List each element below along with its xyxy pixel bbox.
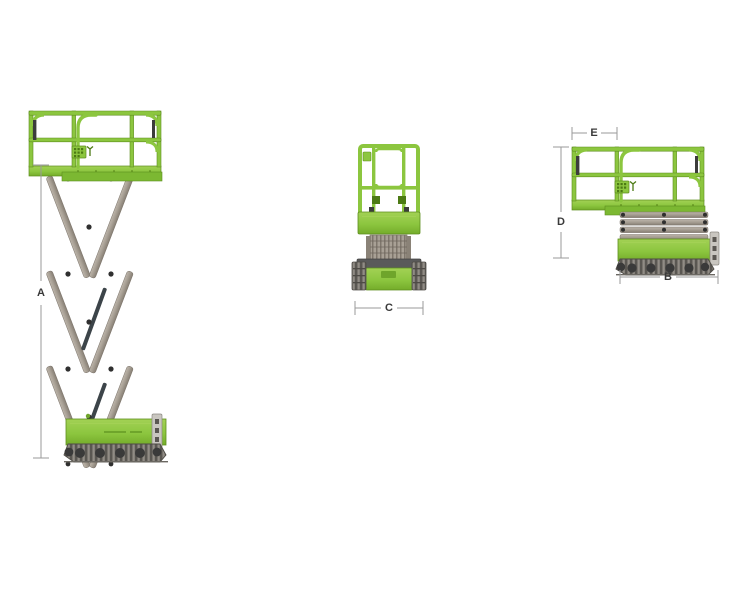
platform-end-detail [152, 120, 155, 138]
crawler-track-right-front [411, 261, 427, 291]
track-drive-sprocket [700, 262, 710, 272]
guardrail-corner [688, 148, 702, 162]
rail-bracket [372, 196, 380, 204]
manual-holder [362, 151, 372, 162]
pivot-pin [65, 366, 71, 372]
work-platform-elevated [28, 110, 163, 182]
dimension-d: D [553, 146, 569, 259]
folded-scissor-arms [369, 234, 408, 262]
work-platform-stowed [571, 146, 706, 216]
dimension-d-label: D [557, 216, 565, 228]
track-idler-wheel [616, 262, 626, 272]
side-view-elevated: A [28, 110, 168, 469]
dimension-b: B [619, 270, 719, 284]
rail-bracket [398, 196, 406, 204]
rail-fastener [404, 207, 409, 212]
control-joystick [86, 146, 94, 156]
front-view-stowed: C [351, 144, 427, 315]
hydraulic-cylinder [81, 287, 107, 351]
dimension-c: C [354, 301, 424, 315]
scissor-arm-pair [46, 175, 134, 279]
chassis-highlight [622, 242, 706, 243]
track-drive-sprocket [152, 447, 162, 457]
platform-deck-front [357, 211, 421, 235]
pivot-pin [65, 271, 71, 277]
scissor-arm [46, 175, 91, 279]
guardrail-corner [145, 113, 159, 127]
guardrail-corner [374, 147, 404, 153]
pivot-pin [108, 271, 114, 277]
dimension-c-label: C [385, 302, 393, 314]
crawler-track-left-front [351, 261, 367, 291]
platform-under-frame [61, 171, 163, 182]
dimension-a-label: A [37, 287, 45, 299]
tracked-chassis-elevated [63, 413, 168, 463]
guardrail-corner [145, 140, 159, 153]
chassis-highlight [70, 423, 162, 424]
dimension-b-label: B [664, 271, 672, 283]
pivot-pin [108, 461, 114, 467]
deck-fastener-row [77, 170, 151, 172]
platform-decal-panel [33, 120, 37, 140]
guardrail-upright [372, 148, 376, 220]
scissor-pivot-pins [621, 212, 707, 232]
guardrail-corner [688, 175, 702, 188]
track-idler-wheel [64, 447, 74, 457]
chassis-vent-row [104, 431, 142, 433]
pivot-pin [108, 366, 114, 372]
deck-fastener-row [620, 204, 694, 206]
chassis-side-bracket [709, 231, 720, 266]
chassis-mount-boss [85, 413, 91, 419]
control-box-buttons [617, 183, 627, 193]
pivot-pin [65, 461, 71, 467]
track-road-wheel [665, 263, 675, 273]
scissor-arm-end [406, 236, 411, 260]
entry-gate [619, 148, 641, 203]
ground-contact-line [64, 461, 168, 463]
rail-fastener [369, 207, 374, 212]
track-road-wheel [95, 448, 105, 458]
platform-highlight [362, 216, 416, 217]
scissor-arm-end [366, 236, 371, 260]
dimension-e-label: E [590, 127, 597, 139]
control-box-buttons [74, 148, 84, 158]
scissor-arm [89, 270, 134, 374]
body-access-panel [381, 271, 396, 278]
platform-end-detail [695, 156, 698, 173]
track-road-wheel [115, 448, 125, 458]
scissor-stack-stowed [619, 211, 709, 241]
dimension-e: E [571, 127, 618, 140]
pivot-pin [86, 319, 92, 325]
platform-decal-panel [576, 156, 580, 175]
track-road-wheel [684, 263, 694, 273]
control-joystick [629, 181, 637, 191]
tracked-chassis-stowed [615, 231, 720, 276]
side-view-stowed: E D B [553, 127, 720, 284]
track-road-wheel [627, 263, 637, 273]
guardrail-corner [374, 183, 404, 189]
pivot-pin [86, 224, 92, 230]
guardrail-upright [402, 148, 406, 220]
scissor-arm [46, 270, 91, 374]
track-road-wheel [646, 263, 656, 273]
scissor-arm-pair [46, 270, 134, 374]
entry-gate [76, 113, 98, 169]
ground-contact-line [616, 274, 715, 276]
track-road-wheel [135, 448, 145, 458]
scissor-stack-front [366, 234, 411, 262]
dimension-a: A [33, 164, 49, 459]
track-road-wheel [75, 448, 85, 458]
guardrail-mid-rail [571, 172, 705, 178]
guardrail-mid-rail [28, 137, 162, 143]
